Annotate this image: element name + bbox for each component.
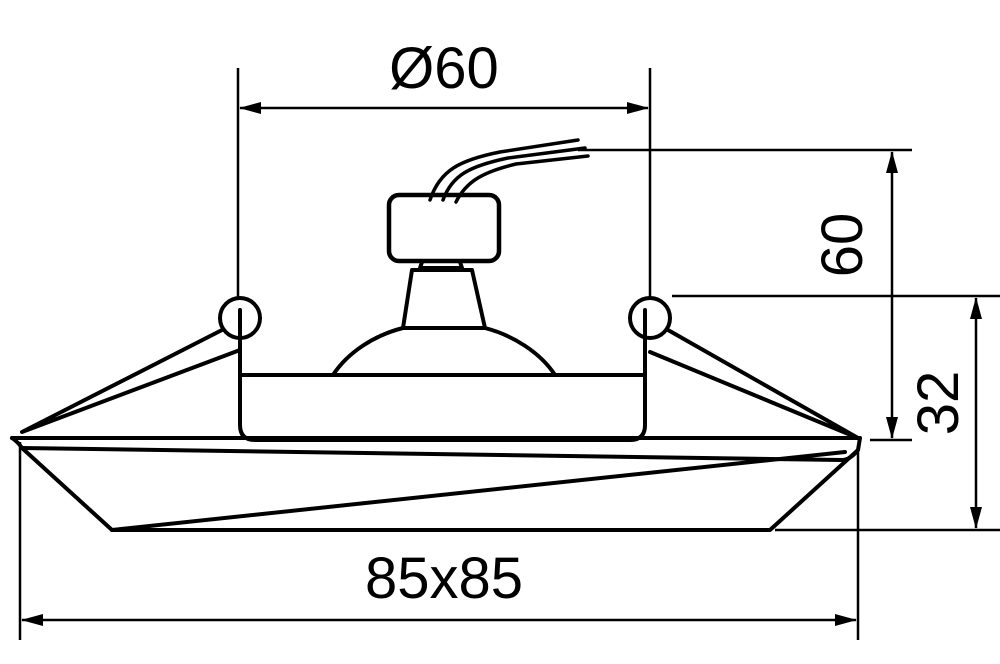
dimension-base-size — [18, 442, 860, 640]
left-clip-arm — [20, 328, 242, 434]
left-clip-ball — [218, 296, 262, 340]
lamp-socket — [386, 192, 502, 264]
dimension-total-height — [578, 148, 1000, 442]
right-clip-arm — [648, 328, 860, 440]
label-total-height: 60 — [810, 213, 875, 278]
label-base-size: 85x85 — [365, 546, 523, 611]
label-top-width: Ø60 — [389, 36, 499, 101]
lamp-dome — [331, 326, 557, 377]
dimension-body-height — [775, 297, 1000, 532]
dimension-top-width — [236, 68, 652, 300]
cable — [428, 138, 590, 204]
right-clip-ball — [628, 296, 672, 340]
fixture-outline — [10, 138, 862, 532]
label-body-height: 32 — [906, 371, 971, 436]
